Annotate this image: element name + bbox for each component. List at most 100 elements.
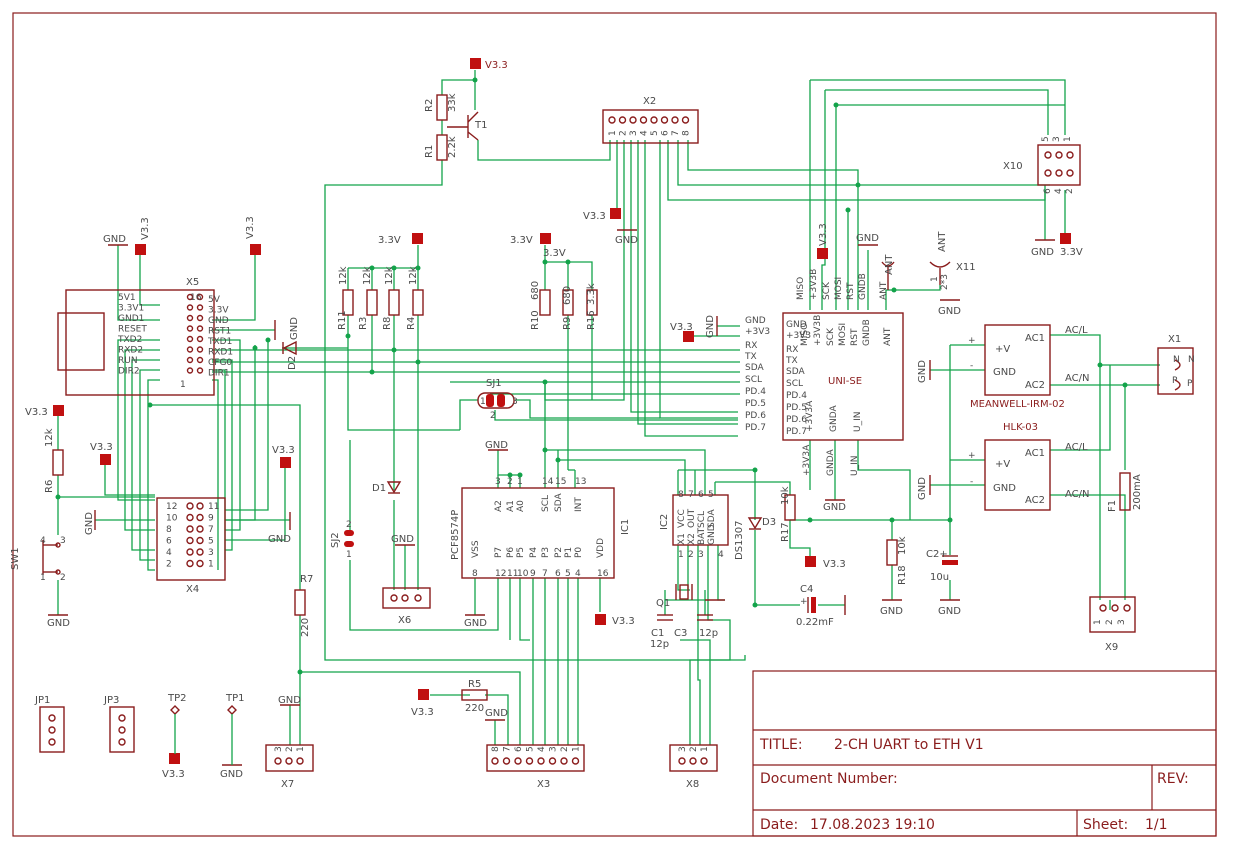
uni-top-out-pin: MOSI (834, 277, 844, 300)
uni-outer-pin: +3V3 (745, 327, 770, 337)
capacitor-c3: C3 12p (674, 614, 718, 639)
svg-text:SW1: SW1 (10, 547, 21, 570)
x3-pin-number: 5 (526, 746, 536, 752)
svg-text:2: 2 (346, 520, 352, 530)
antenna-x11: ANT X11 1 2*3 ANT (881, 231, 976, 290)
ic2-pin-number: 8 (678, 490, 684, 500)
svg-text:GND: GND (485, 708, 508, 719)
svg-text:+: + (968, 451, 976, 461)
svg-text:1: 1 (930, 276, 940, 282)
svg-text:0.22mF: 0.22mF (796, 617, 834, 628)
ic1-top-pin-number: 15 (555, 477, 566, 487)
ic1-top-pin: A0 (516, 500, 526, 512)
svg-text:3: 3 (1052, 136, 1062, 142)
uni-outer-pin: PD.5 (745, 399, 766, 409)
svg-text:V3.3: V3.3 (670, 322, 693, 333)
svg-text:TP2: TP2 (167, 693, 187, 704)
ic1-top-pin: SCL (541, 495, 551, 512)
svg-text:10k: 10k (897, 536, 908, 555)
uni-bottom-pin: U_IN (853, 412, 863, 432)
svg-text:N: N (1173, 355, 1180, 365)
svg-text:220: 220 (465, 703, 484, 714)
x4-right-pin: 9 (208, 514, 214, 524)
x2-pin-number: 2 (619, 130, 629, 136)
ic2-pin: SCL (697, 511, 707, 528)
svg-text:GND: GND (938, 306, 961, 317)
x5-right-pin: CFG0 (208, 358, 232, 368)
ic-pcf8574p: PCF8574P IC1 A23A12A01SCL14SDA15INT13VSS… (450, 477, 631, 579)
uni-top-pin: RST (850, 328, 860, 346)
svg-text:AC1: AC1 (1025, 333, 1045, 344)
svg-text:X1: X1 (1168, 334, 1181, 345)
svg-text:ANT: ANT (937, 231, 948, 252)
ic2-pin: X2 (687, 533, 697, 545)
svg-text:GND: GND (856, 233, 879, 244)
uni-outer-pin: GND (745, 316, 766, 326)
ic1-bottom-pin: P7 (494, 547, 504, 558)
ic1-bottom-pin-number: 16 (597, 569, 609, 579)
svg-text:V3.3: V3.3 (823, 559, 846, 570)
jumper-jp3: JP3 (103, 695, 135, 753)
ic1-bottom-pin-number: 9 (530, 569, 536, 579)
ic2-pin: SDA (707, 509, 717, 528)
svg-text:2*3: 2*3 (940, 274, 950, 290)
svg-text:IC2: IC2 (659, 514, 670, 530)
diode-d3: D3 (747, 517, 776, 530)
resistor-r5: R5 220 (461, 679, 488, 714)
svg-text:GND: GND (917, 477, 928, 500)
uni-inner-pin: PD.7 (786, 427, 807, 437)
svg-text:AC2: AC2 (1025, 380, 1045, 391)
transistor-t1: T1 (447, 111, 487, 141)
svg-text:D2: D2 (287, 356, 298, 370)
uni-bottom-out-pin: GNDA (826, 449, 836, 476)
svg-text:4: 4 (40, 536, 46, 546)
date-value: 17.08.2023 19:10 (810, 817, 935, 833)
svg-text:X7: X7 (281, 779, 294, 790)
svg-text:X6: X6 (398, 615, 411, 626)
svg-text:GND: GND (615, 235, 638, 246)
ic2-pin: GND (707, 524, 717, 545)
sheet-value: 1/1 (1145, 817, 1168, 833)
svg-text:R3: R3 (358, 317, 369, 330)
x9-pin-number: 1 (1093, 619, 1103, 625)
x5-left-pin: 3.3V1 (118, 304, 144, 314)
svg-text:12p: 12p (650, 639, 669, 650)
resistor-r4: R4 12k (406, 266, 424, 330)
resistor-r10: R10 680 (530, 281, 551, 330)
ic1-bottom-pin-number: 8 (472, 569, 478, 579)
uni-inner-pin: GND (786, 320, 807, 330)
svg-text:X4: X4 (186, 584, 199, 595)
x3-pin-number: 7 (503, 746, 513, 752)
svg-text:2: 2 (490, 411, 496, 421)
x2-pin-number: 3 (629, 130, 639, 136)
svg-text:GND: GND (278, 695, 301, 706)
svg-text:P: P (1172, 376, 1178, 386)
ic1-bottom-pin-number: 12 (495, 569, 506, 579)
uni-top-pin: +3V3B (813, 315, 823, 346)
uni-inner-pin: +3V3 (786, 331, 811, 341)
svg-text:12k: 12k (338, 266, 349, 285)
svg-text:2.2k: 2.2k (447, 136, 458, 158)
uni-inner-pin: PD.6 (786, 415, 807, 425)
svg-text:GND: GND (464, 618, 487, 629)
date-label: Date: (760, 817, 798, 833)
svg-text:UNI-SE: UNI-SE (828, 376, 862, 387)
uni-outer-pin: SDA (745, 363, 764, 373)
uni-top-out-pin: +3V3B (809, 269, 819, 300)
uni-bottom-pin: GNDA (829, 405, 839, 432)
svg-text:R5: R5 (468, 679, 481, 690)
ic2-pin-number: 2 (688, 550, 694, 560)
svg-text:GND: GND (268, 534, 291, 545)
uni-top-pin: MOSI (838, 323, 848, 346)
connector-x1: X1 N P N P (1157, 334, 1195, 395)
svg-text:R10: R10 (530, 310, 541, 330)
svg-text:+: + (800, 597, 808, 607)
x5-left-pin: DIR2 (118, 367, 140, 377)
ic1-top-pin-number: 3 (495, 477, 501, 487)
x4-left-pin: 12 (166, 502, 177, 512)
diode-d2: D2 (282, 340, 298, 370)
svg-text:V3.3: V3.3 (272, 445, 295, 456)
svg-text:220: 220 (300, 618, 311, 637)
